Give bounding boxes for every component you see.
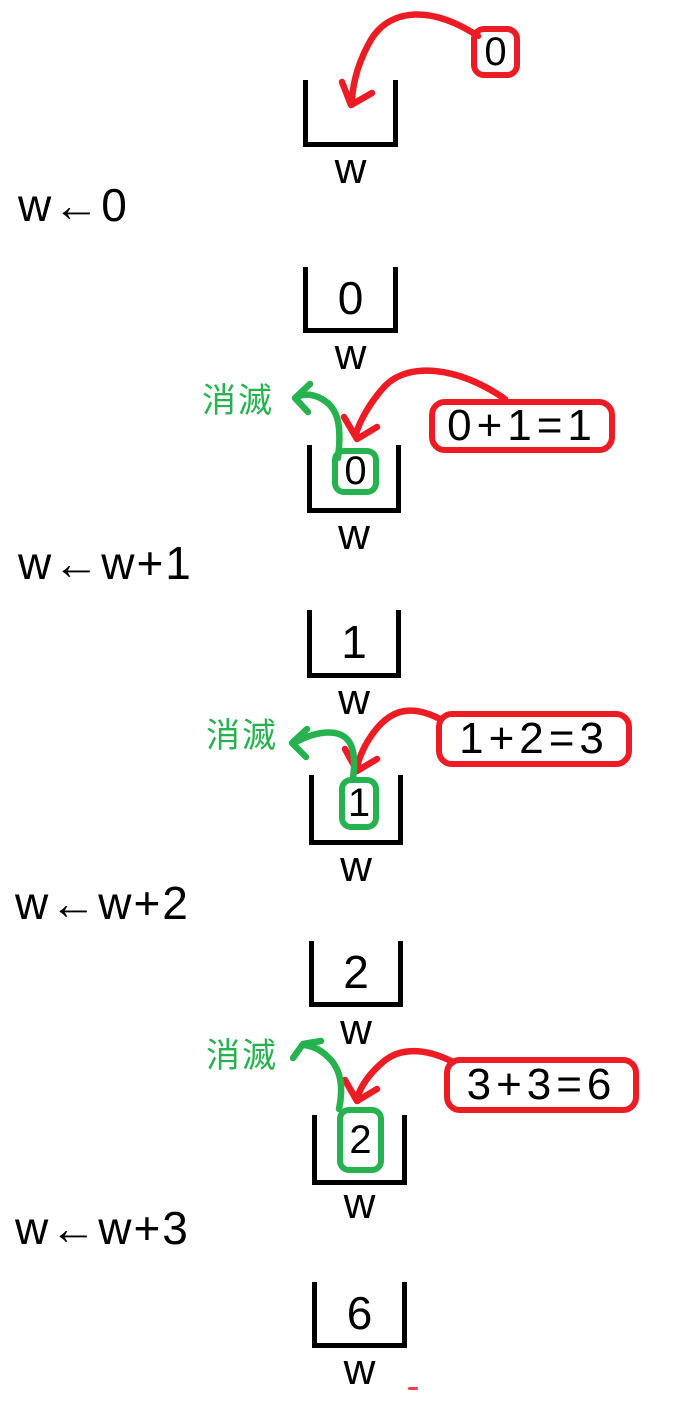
incoming-expression-step1: 0+1=1 (429, 399, 615, 453)
vanish-label-step3: 消滅 (206, 1037, 278, 1075)
variable-box-step3 (312, 1115, 407, 1185)
variable-label: w (338, 510, 370, 559)
incoming-expression-step2-text: 1+2=3 (459, 714, 609, 763)
assignment-statement-step2: w←w+2 (15, 877, 190, 929)
incoming-value-step0-text: 0 (484, 29, 507, 74)
variable-box-empty (303, 80, 398, 147)
variable-label: w (338, 675, 370, 724)
vanish-label-step2: 消滅 (206, 717, 278, 755)
incoming-expression-step3: 3+3=6 (444, 1057, 639, 1113)
assignment-statement-step1: w←w+1 (18, 537, 193, 589)
variable-box-state3: 6 (312, 1282, 407, 1348)
vanish-arrow-step2 (288, 725, 358, 782)
variable-label: w (334, 330, 367, 379)
old-value-step2-text: 1 (347, 781, 371, 825)
incoming-value-step0: 0 (471, 26, 520, 78)
variable-label: w (343, 1179, 376, 1228)
old-value-step1: 0 (332, 448, 379, 495)
variable-box-step2 (309, 775, 403, 845)
incoming-expression-step2: 1+2=3 (436, 711, 632, 767)
variable-box-state1: 1 (307, 610, 401, 678)
incoming-expression-step3-text: 3+3=6 (466, 1060, 617, 1109)
variable-label: w (343, 1345, 376, 1394)
vanish-label-step1: 消滅 (202, 382, 274, 420)
variable-label: w (334, 144, 367, 193)
variable-box-step1 (307, 445, 401, 513)
variable-label: w (340, 1005, 372, 1054)
assign-arrow-step3 (341, 1047, 457, 1105)
variable-box-state0: 0 (303, 267, 398, 333)
old-value-step2: 1 (339, 777, 379, 830)
old-value-step1-text: 0 (344, 449, 367, 493)
variable-label: w (340, 842, 372, 891)
state-value-2: 2 (343, 945, 369, 998)
variable-box-state2: 2 (309, 941, 403, 1007)
old-value-step3: 2 (337, 1107, 384, 1173)
state-value-1: 1 (341, 615, 367, 668)
state-value-3: 6 (346, 1286, 373, 1339)
stray-red-mark (408, 1387, 418, 1390)
assignment-statement-step3: w←w+3 (15, 1202, 190, 1254)
old-value-step3-text: 2 (349, 1117, 372, 1162)
assignment-statement-step0: w←0 (18, 179, 129, 231)
state-value-0: 0 (337, 271, 364, 324)
incoming-expression-step1-text: 0+1=1 (447, 401, 597, 450)
